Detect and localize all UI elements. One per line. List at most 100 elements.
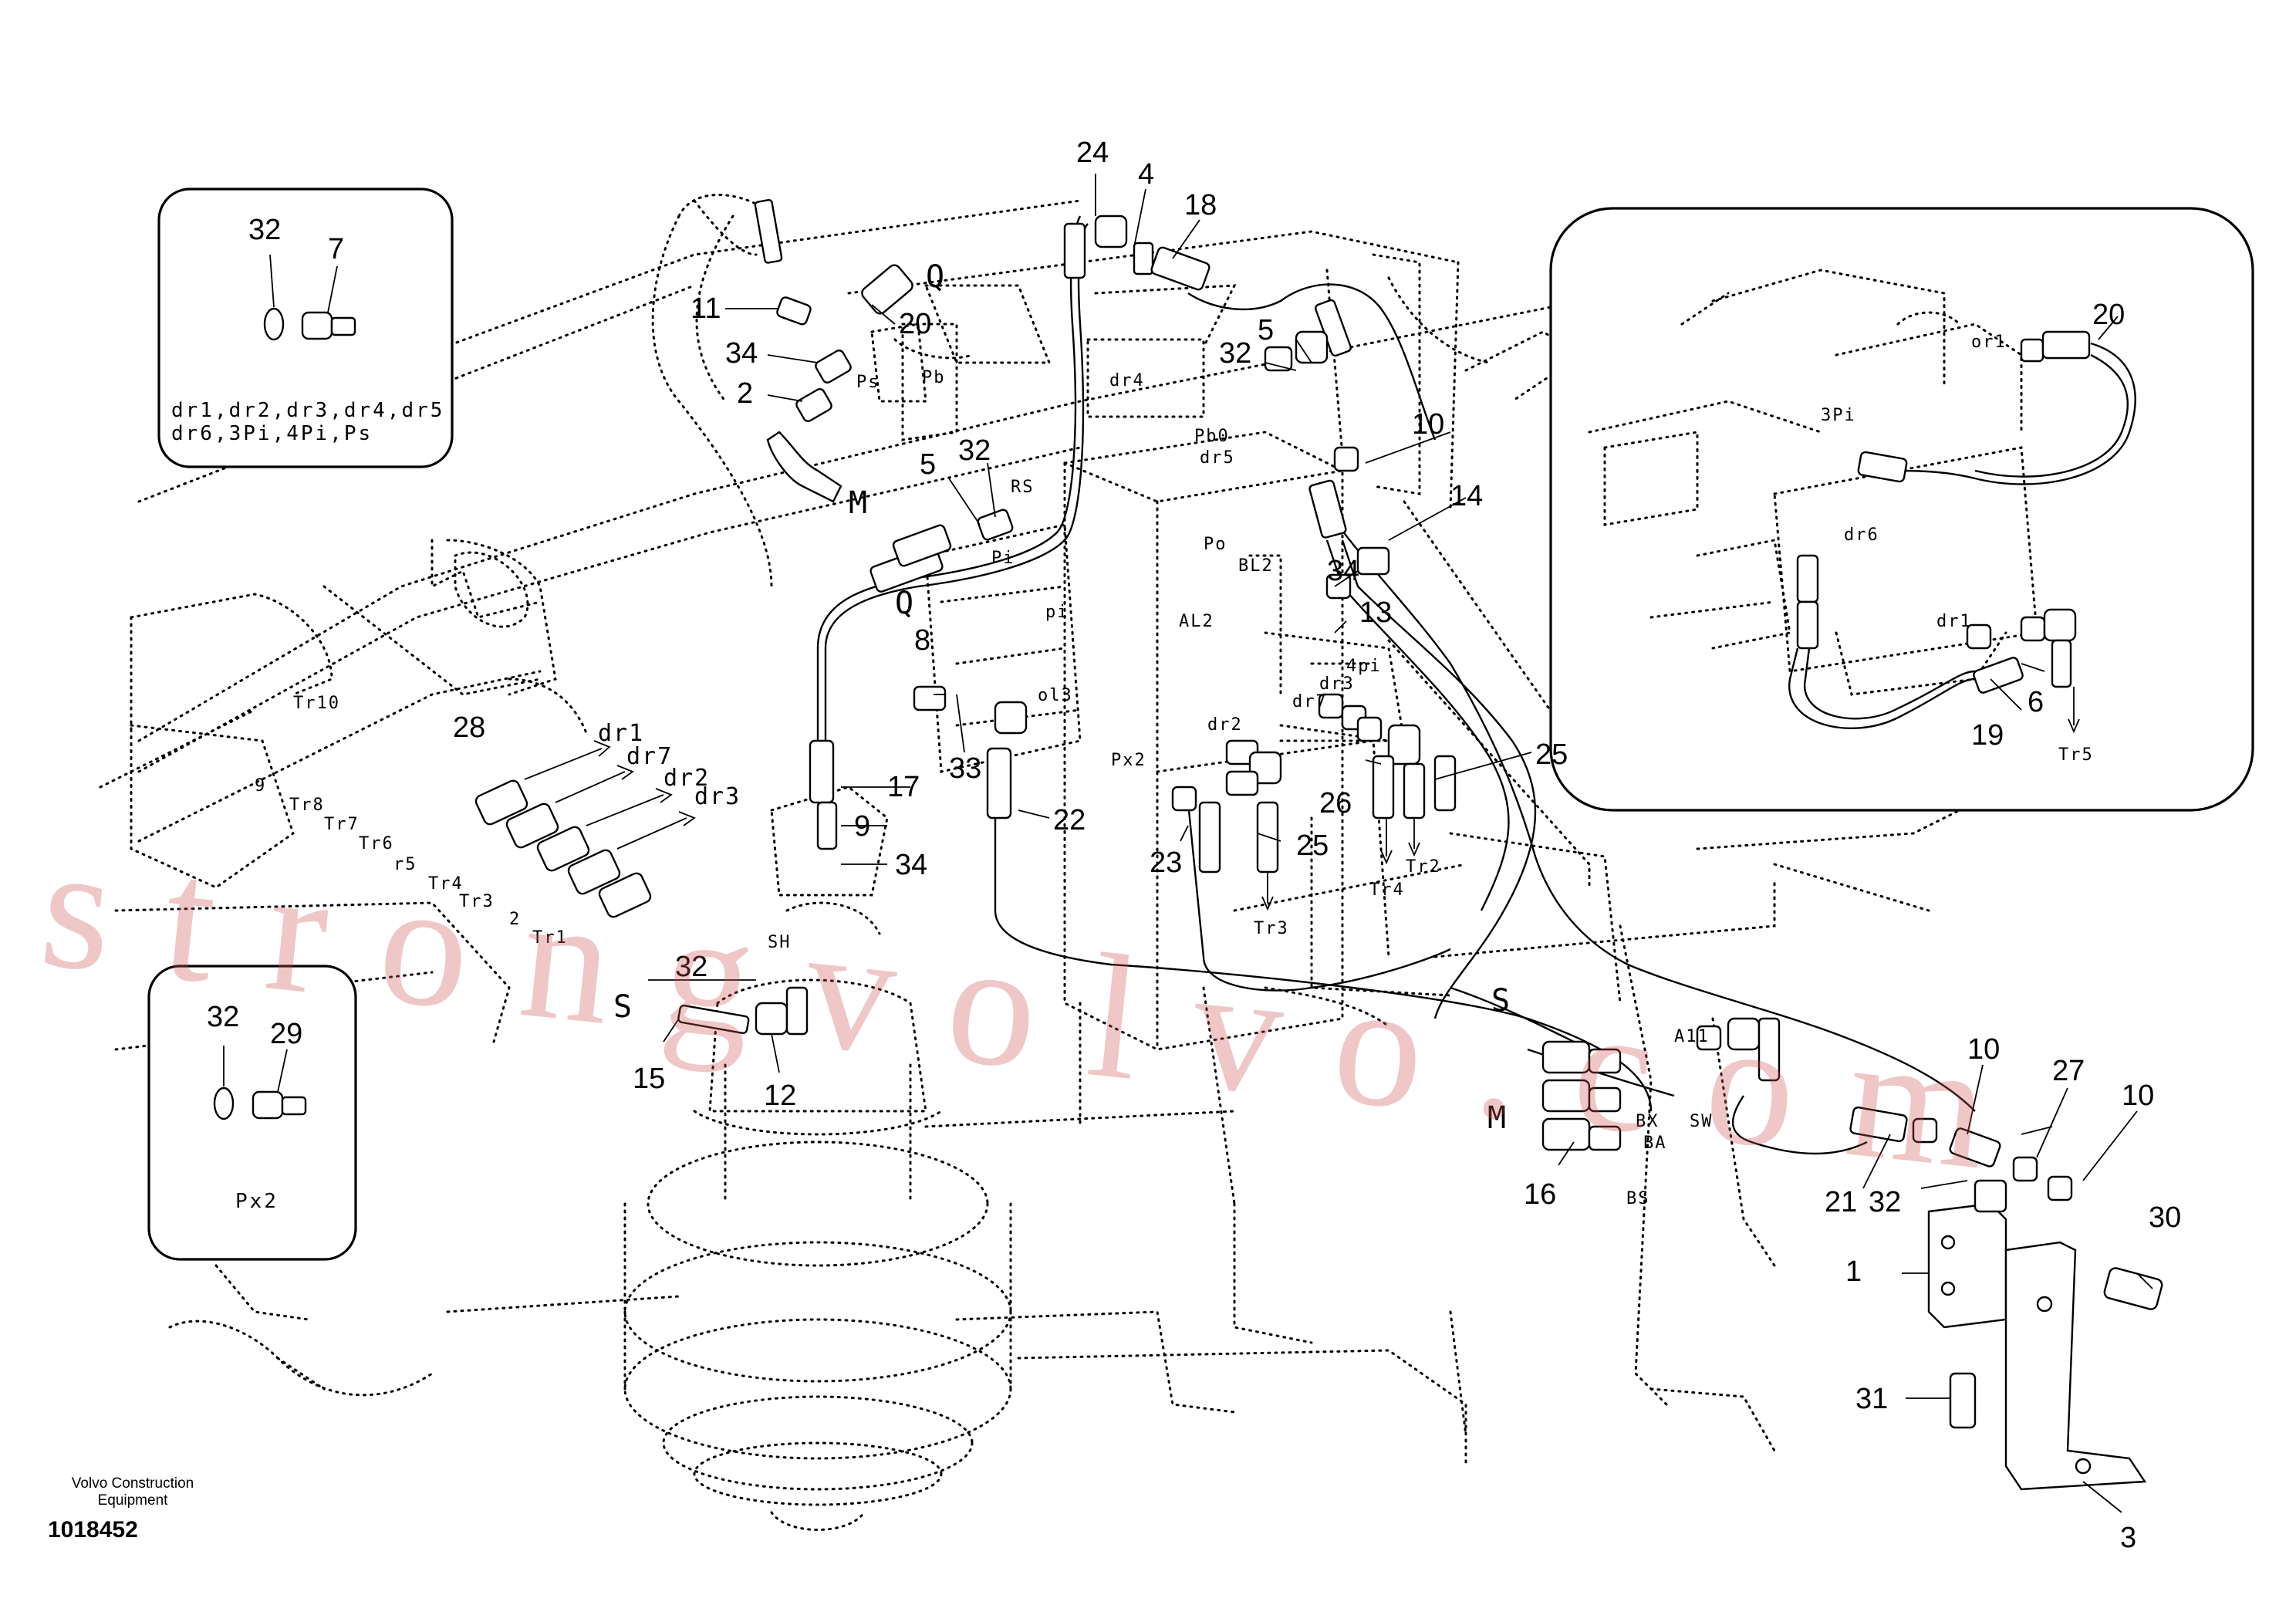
port-label: BS [1626, 1189, 1650, 1208]
port-label: dr3 [1319, 674, 1355, 694]
port-label: dr2 [663, 765, 710, 792]
port-label: Pb [922, 368, 946, 387]
port-label: dr6 [1844, 525, 1879, 545]
port-label: dr7 [1292, 692, 1328, 711]
port-label: 3Pi [1821, 406, 1856, 425]
port-label: 4pi [1346, 657, 1382, 676]
drain-arrows [524, 740, 1420, 911]
inset-texts: dr1,dr2,dr3,dr4,dr5 dr6,3Pi,4Pi,Ps Px2 [171, 399, 444, 1213]
callout: 14 [1450, 480, 1483, 512]
fittings-bottom [677, 801, 2073, 1201]
port-label: Tr1 [532, 928, 568, 948]
port-label: Po [1204, 535, 1227, 554]
lower-structure-outline [446, 739, 1776, 1468]
hose-lines [816, 215, 1976, 1155]
callout: 30 [2149, 1201, 2181, 1234]
figure-number: 1018452 [48, 1517, 138, 1543]
top-left-inset [157, 188, 454, 468]
fittings-top [754, 198, 1359, 539]
drain-hoses-28 [474, 779, 652, 918]
callout: 32 [1219, 337, 1251, 370]
callout: 34 [725, 337, 758, 370]
port-label: pi [1045, 603, 1069, 622]
callout: 6 [2028, 686, 2044, 718]
port-label: BX [1636, 1112, 1660, 1131]
inset-port-list-line1: dr1,dr2,dr3,dr4,dr5 [171, 399, 444, 422]
callout: 24 [1076, 137, 1109, 169]
callout: 29 [270, 1018, 302, 1050]
port-label: Tr7 [324, 815, 360, 834]
port-label: dr1 [1936, 612, 1972, 631]
callout: 26 [1319, 787, 1352, 819]
callout: 22 [1053, 804, 1086, 836]
brand-line-2: Equipment [97, 1492, 168, 1509]
bottom-left-inset [147, 965, 357, 1261]
port-label: Tr4 [1369, 880, 1405, 900]
callout: 32 [958, 434, 991, 467]
port-label: dr4 [1109, 371, 1145, 390]
port-label: Pb0 [1194, 427, 1230, 446]
callout: 33 [949, 752, 981, 785]
port-label: Tr10 [293, 694, 340, 713]
port-label: 9 [255, 776, 266, 796]
callout: 5 [1258, 314, 1274, 346]
port-label: Tr4 [428, 874, 464, 894]
callout: 1 [1845, 1255, 1862, 1288]
port-label: BA [1643, 1134, 1667, 1153]
callout: 2 [737, 377, 753, 410]
port-label: ol3 [1038, 686, 1073, 705]
port-label: dr1 [598, 720, 644, 747]
port-label: Tr5 [2058, 745, 2094, 765]
callout: 20 [899, 308, 931, 340]
port-label: Px2 [1111, 751, 1146, 770]
port-label: Tr3 [459, 892, 495, 911]
port-label: dr3 [694, 783, 741, 810]
callout: 18 [1184, 189, 1217, 221]
callout: 7 [328, 233, 344, 265]
leader-lines [648, 174, 2153, 1513]
port-label: AL2 [1179, 612, 1214, 631]
port-label: Tr8 [289, 796, 325, 815]
port-label: SW [1690, 1112, 1714, 1131]
pilot-valve-block-outline [893, 323, 1205, 441]
port-label: dr2 [1207, 715, 1243, 735]
callout: 20 [2092, 299, 2125, 331]
callout: 11 [690, 292, 721, 325]
callout: 9 [854, 810, 870, 843]
upper-frame-outline [99, 194, 2007, 958]
callout: 32 [1869, 1186, 1901, 1218]
callout: 34 [1327, 555, 1359, 587]
port-label: Q [926, 259, 946, 295]
inset-port-list-line2: dr6,3Pi,4Pi,Ps [171, 422, 373, 445]
control-valve-outline [924, 431, 1406, 1051]
callout: 34 [895, 849, 927, 881]
callout: 25 [1296, 830, 1329, 862]
callout: 32 [248, 214, 281, 246]
port-label: M [1487, 1100, 1508, 1136]
callout: 16 [1524, 1178, 1556, 1211]
port-label: Tr2 [1406, 857, 1441, 877]
callout: 31 [1855, 1383, 1888, 1415]
callout: 25 [1535, 738, 1568, 771]
footer-brand: Volvo Construction Equipment [71, 1475, 194, 1509]
port-label: Q [895, 586, 915, 621]
port-label: SH [768, 933, 792, 952]
port-label: S [1491, 983, 1511, 1019]
port-label: Ps [856, 373, 880, 392]
callout: 8 [914, 624, 930, 657]
callout: 10 [1967, 1033, 2000, 1066]
right-detail-inset [1549, 207, 2254, 812]
callout: 17 [887, 771, 920, 803]
port-label: dr7 [626, 743, 673, 770]
swing-motor-outline [623, 786, 1012, 1531]
callout: 10 [1412, 408, 1444, 441]
callout-numbers: 24 4 18 11 20 34 2 5 32 5 32 10 14 34 13… [207, 137, 2181, 1554]
port-label: S [613, 989, 633, 1025]
port-label: 2 [509, 910, 521, 929]
callout: 4 [1138, 158, 1154, 191]
port-label: Tr6 [359, 834, 394, 853]
port-label: RS [1011, 478, 1035, 497]
brand-line-1: Volvo Construction [71, 1475, 194, 1492]
port-label: Tr3 [1254, 919, 1289, 938]
